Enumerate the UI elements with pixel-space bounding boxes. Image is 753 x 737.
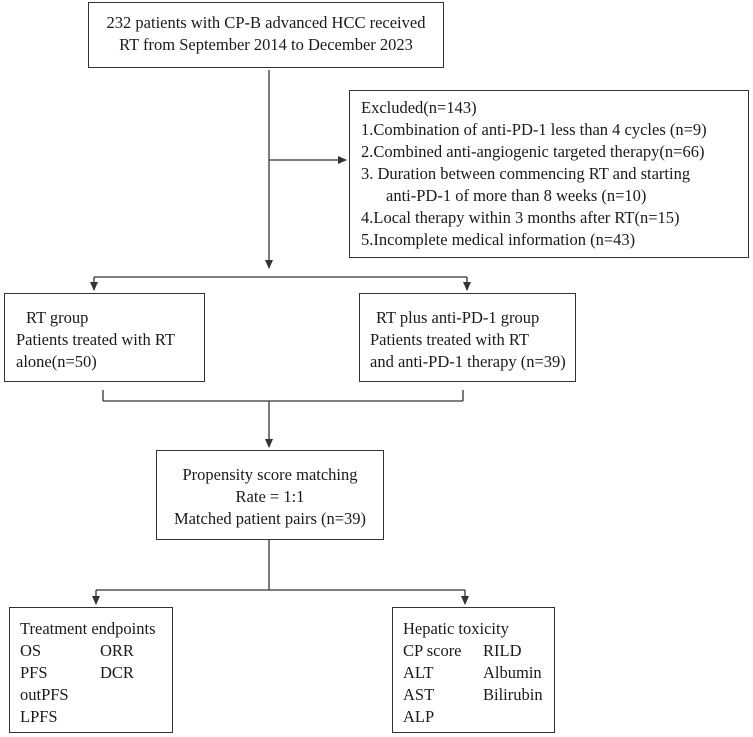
endpoint-empty-2 [100,706,160,728]
rt-pd1-group-desc: Patients treated with RT [370,330,529,349]
excluded-item-4: 4.Local therapy within 3 months after RT… [361,208,680,227]
excluded-item-2: 2.Combined anti-angiogenic targeted ther… [361,142,705,161]
rt-group-title: RT group [26,308,89,327]
psm-box: Propensity score matching Rate = 1:1 Mat… [156,450,384,540]
endpoint-dcr: DCR [100,663,134,682]
cohort-box: 232 patients with CP-B advanced HCC rece… [88,2,444,68]
psm-rate: Rate = 1:1 [235,487,305,506]
excluded-item-3-cont: anti-PD-1 of more than 8 weeks (n=10) [386,186,647,205]
toxicity-albumin: Albumin [483,663,542,682]
rt-group-desc: Patients treated with RT [16,330,175,349]
toxicity-alp: ALP [403,707,435,726]
rt-group-count: alone(n=50) [16,352,97,371]
endpoint-empty-1 [100,684,160,706]
endpoints-title: Treatment endpoints [20,619,156,638]
psm-title: Propensity score matching [182,465,358,484]
toxicity-ast: AST [403,685,435,704]
rt-pd1-group-title: RT plus anti-PD-1 group [376,308,540,327]
excluded-item-5: 5.Incomplete medical information (n=43) [361,230,636,249]
cohort-line-2: RT from September 2014 to December 2023 [119,35,413,54]
toxicity-empty [483,706,558,728]
psm-pairs: Matched patient pairs (n=39) [173,509,367,528]
toxicity-list: CP score RILD ALT Albumin AST Bilirubin … [403,640,558,728]
rt-pd1-group-count: and anti-PD-1 therapy (n=39) [370,352,566,371]
rt-group-box: RT group Patients treated with RT alone(… [4,293,205,382]
cohort-line-1: 232 patients with CP-B advanced HCC rece… [106,13,426,32]
excluded-box: Excluded(n=143) 1.Combination of anti-PD… [349,90,749,258]
endpoint-pfs: PFS [20,663,48,682]
endpoints-box: Treatment endpoints OS ORR PFS DCR outPF… [9,607,173,733]
endpoint-os: OS [20,641,42,660]
toxicity-title: Hepatic toxicity [403,619,509,638]
toxicity-alt: ALT [403,663,434,682]
endpoint-outpfs: outPFS [20,685,69,704]
toxicity-bilirubin: Bilirubin [483,685,543,704]
toxicity-box: Hepatic toxicity CP score RILD ALT Album… [392,607,555,733]
rt-pd1-group-box: RT plus anti-PD-1 group Patients treated… [359,293,576,382]
endpoint-orr: ORR [100,641,134,660]
toxicity-rild: RILD [483,641,522,660]
endpoint-lpfs: LPFS [20,707,58,726]
toxicity-cp-score: CP score [403,641,462,660]
excluded-item-3: 3. Duration between commencing RT and st… [361,164,691,183]
excluded-item-1: 1.Combination of anti-PD-1 less than 4 c… [361,120,707,139]
excluded-title: Excluded(n=143) [361,98,477,117]
endpoints-list: OS ORR PFS DCR outPFS LPFS [20,640,160,728]
